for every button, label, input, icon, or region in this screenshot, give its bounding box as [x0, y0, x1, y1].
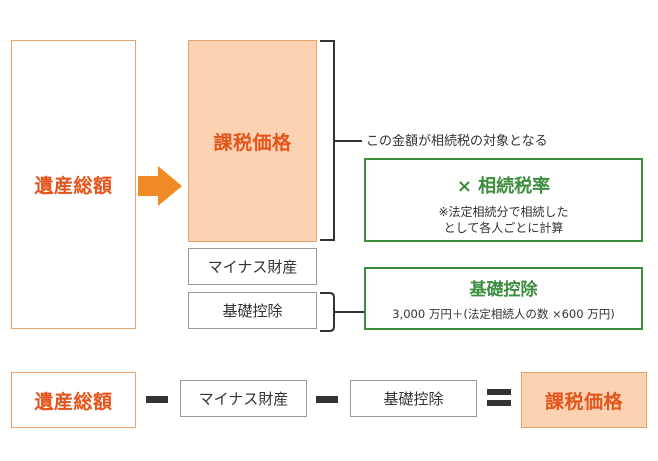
equals-operator-top — [487, 389, 511, 395]
formula-estate-total-label: 遺産総額 — [34, 390, 113, 413]
deduction-bracket — [320, 292, 364, 332]
taxable-bracket — [320, 40, 362, 241]
minus-operator-1 — [146, 396, 168, 403]
tax-rate-label: × 相続税率 — [456, 176, 551, 197]
formula-taxable-value-label: 課税価格 — [544, 390, 623, 413]
estate-total-label: 遺産総額 — [34, 175, 113, 197]
deduction-title: 基礎控除 — [469, 280, 538, 300]
formula-minus-assets-label: マイナス財産 — [198, 390, 289, 408]
estate-total-box: 遺産総額 — [11, 40, 136, 329]
basic-deduction-box: 基礎控除 — [188, 292, 317, 329]
taxable-value-label: 課税価格 — [213, 131, 292, 154]
formula-basic-deduction-label: 基礎控除 — [383, 390, 444, 408]
formula-basic-deduction-box: 基礎控除 — [350, 380, 477, 417]
taxable-caption: この金額が相続税の対象となる — [366, 134, 548, 149]
equals-operator-bottom — [487, 400, 511, 406]
minus-operator-2 — [316, 396, 338, 403]
minus-assets-box: マイナス財産 — [188, 248, 317, 285]
taxable-value-box: 課税価格 — [188, 40, 317, 242]
minus-assets-label: マイナス財産 — [207, 258, 298, 276]
tax-rate-note-line1: ※法定相続分で相続した — [438, 205, 569, 219]
deduction-formula-box: 基礎控除 3,000 万円＋(法定相続人の数 ×600 万円) — [364, 267, 643, 330]
basic-deduction-label: 基礎控除 — [222, 302, 283, 320]
formula-estate-total-box: 遺産総額 — [11, 372, 136, 428]
formula-minus-assets-box: マイナス財産 — [180, 380, 307, 417]
right-arrow-icon — [138, 166, 182, 206]
formula-taxable-value-box: 課税価格 — [521, 372, 647, 428]
deduction-formula: 3,000 万円＋(法定相続人の数 ×600 万円) — [392, 307, 615, 321]
tax-rate-note-line2: として各人ごとに計算 — [443, 221, 564, 235]
tax-rate-box: × 相続税率 ※法定相続分で相続した として各人ごとに計算 — [364, 158, 643, 242]
